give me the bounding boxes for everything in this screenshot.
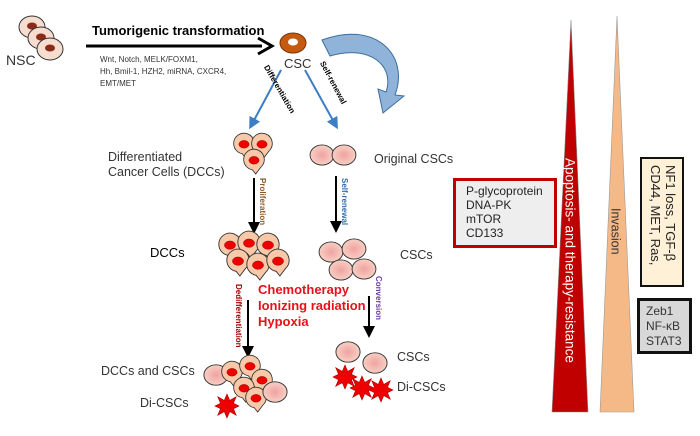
conversion-label: Conversion [374,276,383,321]
dccs-title-line2: Cancer Cells (DCCs) [108,165,225,179]
invasion-factor-line: CD44, MET, Ras, [648,165,663,266]
csc-label: CSC [284,56,312,71]
resistance-wedge-label: Apoptosis- and therapy-resistance [562,158,578,363]
nsc-cells [18,15,64,61]
transformation-factors-2: Hh, Bmil-1, HZH2, miRNA, CXCR4, [100,67,227,76]
transformation-factors-1: Wnt, Notch, MELK/FOXM1, [100,55,198,64]
differentiation-arrow [249,69,282,130]
invasion-wedge-label: Invasion [608,208,623,255]
invasion-factor-line: NF1 loss, TGF-β [663,165,678,262]
di-cscs-right-label: Di-CSCs [397,380,446,394]
signaling-factor: Zeb1 [646,304,674,318]
signaling-factor: STAT3 [646,334,682,348]
resistance-marker: mTOR [466,212,502,226]
resistance-marker: P-glycoprotein [466,184,543,198]
resistance-markers-box: P-glycoprotein DNA-PK mTOR CD133 [453,178,557,248]
self-renewal-arrow [304,69,338,130]
original-cscs-label: Original CSCs [374,152,454,166]
self-renewal-mid-label: Self-renewal [340,178,349,226]
csc-cell [279,32,307,54]
cscs-bottom-label: CSCs [397,350,430,364]
cscs-mid-label: CSCs [400,248,433,262]
dccs-label: DCCs [150,245,185,260]
csc-bottom-cluster [332,341,394,403]
treatment-item: Hypoxia [258,314,309,329]
signaling-factors-box: Zeb1 NF-κB STAT3 [637,298,692,354]
invasion-factors-box: NF1 loss, TGF-β CD44, MET, Ras, [640,157,684,287]
di-cscs-left-label: Di-CSCs [140,396,189,410]
resistance-marker: CD133 [466,226,504,240]
resistance-marker: DNA-PK [466,198,512,212]
mixed-cluster [203,354,288,419]
dcc-cluster-small [233,132,273,175]
transformation-factors-3: EMT/MET [100,79,136,88]
dccs-title-line1: Differentiated [108,150,183,164]
treatment-list: Chemotherapy Ionizing radiation Hypoxia [258,282,366,330]
signaling-factor: NF-κB [646,319,680,333]
dcc-cluster-large [218,230,290,281]
dccs-and-cscs-label: DCCs and CSCs [101,364,195,378]
original-csc-cells [309,144,357,166]
resistance-wedge [551,19,589,413]
transformation-title: Tumorigenic transformation [92,23,265,38]
treatment-item: Ionizing radiation [258,298,366,313]
proliferation-label: Proliferation [258,178,267,226]
invasion-wedge [599,15,635,413]
self-renewal-curved-arrow [321,33,406,114]
treatment-item: Chemotherapy [258,282,350,297]
csc-cluster [318,238,377,281]
dedifferentiation-label: Dedifferentiation [234,284,243,348]
nsc-label: NSC [6,52,36,68]
